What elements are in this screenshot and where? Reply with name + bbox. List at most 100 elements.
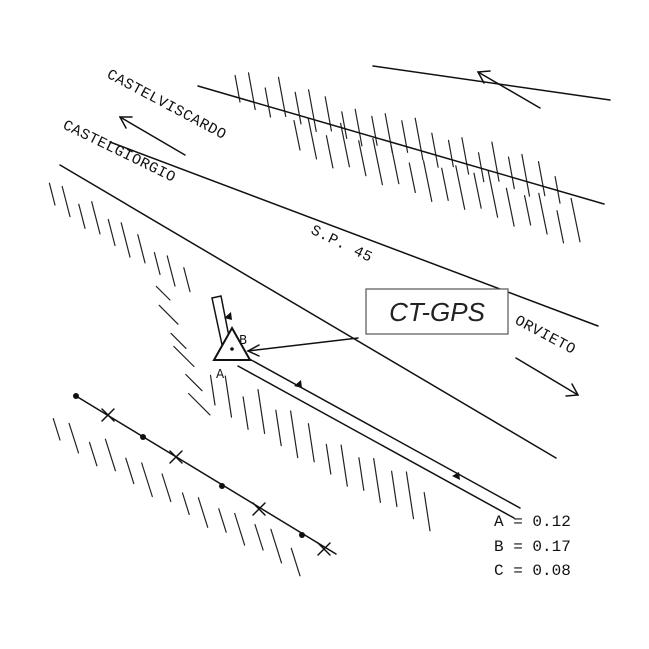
hatch-stroke — [307, 117, 318, 160]
hatch-stroke — [455, 165, 466, 210]
hatch-stroke — [254, 523, 264, 551]
hatch-stroke — [325, 443, 332, 475]
hatch-stroke — [161, 473, 172, 503]
fence-post — [73, 393, 79, 399]
hatch-stroke — [505, 187, 515, 227]
gps-label: CT-GPS — [389, 297, 485, 327]
fence-line — [75, 395, 337, 555]
point-label-b: B — [239, 333, 247, 347]
hatch-stroke — [373, 458, 381, 503]
hatch-stroke — [341, 111, 348, 139]
embankment-hatching-bottom — [52, 374, 431, 577]
hatch-stroke — [556, 210, 565, 244]
hatch-stroke — [405, 471, 415, 520]
hatch-stroke — [88, 441, 98, 467]
hatch-stroke — [307, 423, 315, 463]
hatch-stroke — [209, 374, 216, 406]
hatch-stroke — [48, 182, 56, 206]
hatch-stroke — [183, 267, 191, 293]
gps-pointer-arrowhead — [246, 344, 260, 357]
road-edge-top-right — [372, 65, 611, 101]
hatch-stroke — [507, 156, 515, 190]
hatch-stroke — [120, 222, 131, 258]
hatch-stroke — [308, 89, 317, 132]
hatch-stroke — [185, 373, 203, 392]
hatch-stroke — [431, 132, 439, 168]
road-edge-bottom — [59, 164, 557, 459]
hatch-stroke — [264, 87, 272, 118]
hatch-stroke — [538, 192, 548, 235]
flow-marker-1 — [294, 380, 302, 388]
hatch-stroke — [173, 345, 195, 368]
fence-post — [299, 532, 305, 538]
hatch-stroke — [477, 152, 485, 183]
fence-cross-markers — [101, 408, 331, 556]
flow-marker-3 — [224, 312, 232, 320]
hatch-stroke — [52, 418, 61, 441]
hatch-stroke — [422, 160, 433, 202]
hatch-stroke — [68, 422, 80, 454]
arrow-top-right — [476, 70, 541, 109]
hatch-stroke — [491, 141, 500, 182]
hatch-stroke — [324, 96, 332, 132]
hatch-stroke — [441, 167, 449, 201]
legend-entry-c: C = 0.08 — [494, 562, 571, 580]
arrow-to-castelviscardo — [118, 116, 186, 156]
hatch-stroke — [294, 91, 302, 125]
fence-post — [219, 483, 225, 489]
embankment-hatching-top — [234, 72, 581, 244]
hatch-stroke — [447, 139, 454, 168]
gps-pointer-line — [247, 337, 359, 352]
hatch-stroke — [166, 255, 176, 287]
hatch-stroke — [158, 304, 179, 325]
hatch-stroke — [290, 410, 299, 459]
hatch-stroke — [234, 512, 246, 546]
hatch-stroke — [275, 409, 282, 447]
hatch-stroke — [354, 108, 363, 147]
channel-line-upper — [243, 355, 521, 509]
gps-label-box — [365, 288, 509, 335]
flow-marker-2 — [452, 472, 460, 480]
hatch-stroke — [107, 218, 116, 247]
hatch-stroke — [414, 117, 424, 161]
hatch-stroke — [487, 170, 499, 218]
legend-entry-b: B = 0.17 — [494, 538, 571, 556]
hatch-stroke — [325, 135, 334, 169]
hatch-stroke — [521, 153, 531, 197]
road-edge-top-outer — [197, 85, 605, 205]
hatch-stroke — [358, 457, 365, 491]
hatch-stroke — [188, 392, 211, 416]
gps-station-center — [230, 347, 234, 351]
hatch-stroke — [125, 457, 135, 485]
hatch-stroke — [270, 528, 283, 564]
hatch-stroke — [218, 508, 227, 533]
gps-station-triangle — [212, 325, 252, 361]
hatch-stroke — [537, 161, 546, 197]
hatch-stroke — [293, 119, 301, 151]
hatch-stroke — [358, 140, 367, 177]
arrow-to-orvieto — [515, 357, 580, 397]
hatch-stroke — [257, 389, 266, 434]
hatch-stroke — [247, 72, 256, 111]
legend-entry-a: A = 0.12 — [494, 513, 571, 531]
hatch-stroke — [390, 145, 400, 185]
hatch-stroke — [78, 203, 86, 229]
hatch-stroke — [340, 122, 350, 168]
embankment-hatching-left — [48, 182, 211, 416]
hatch-stroke — [391, 470, 398, 508]
hatch-stroke — [155, 285, 171, 301]
hatch-stroke — [197, 497, 209, 528]
hatch-stroke — [372, 137, 383, 186]
label-castelviscardo: CASTELVISCARDO — [104, 66, 229, 143]
hatch-stroke — [401, 120, 409, 153]
hatch-stroke — [340, 444, 348, 487]
hatch-stroke — [523, 195, 532, 226]
hatch-stroke — [371, 115, 378, 146]
legend: A = 0.12 B = 0.17 C = 0.08 — [494, 513, 571, 580]
hatch-stroke — [137, 234, 146, 264]
hatch-stroke — [91, 201, 101, 235]
hatch-stroke — [423, 492, 431, 532]
hatch-stroke — [153, 252, 161, 275]
hatch-stroke — [408, 162, 416, 194]
fence-post — [140, 434, 146, 440]
